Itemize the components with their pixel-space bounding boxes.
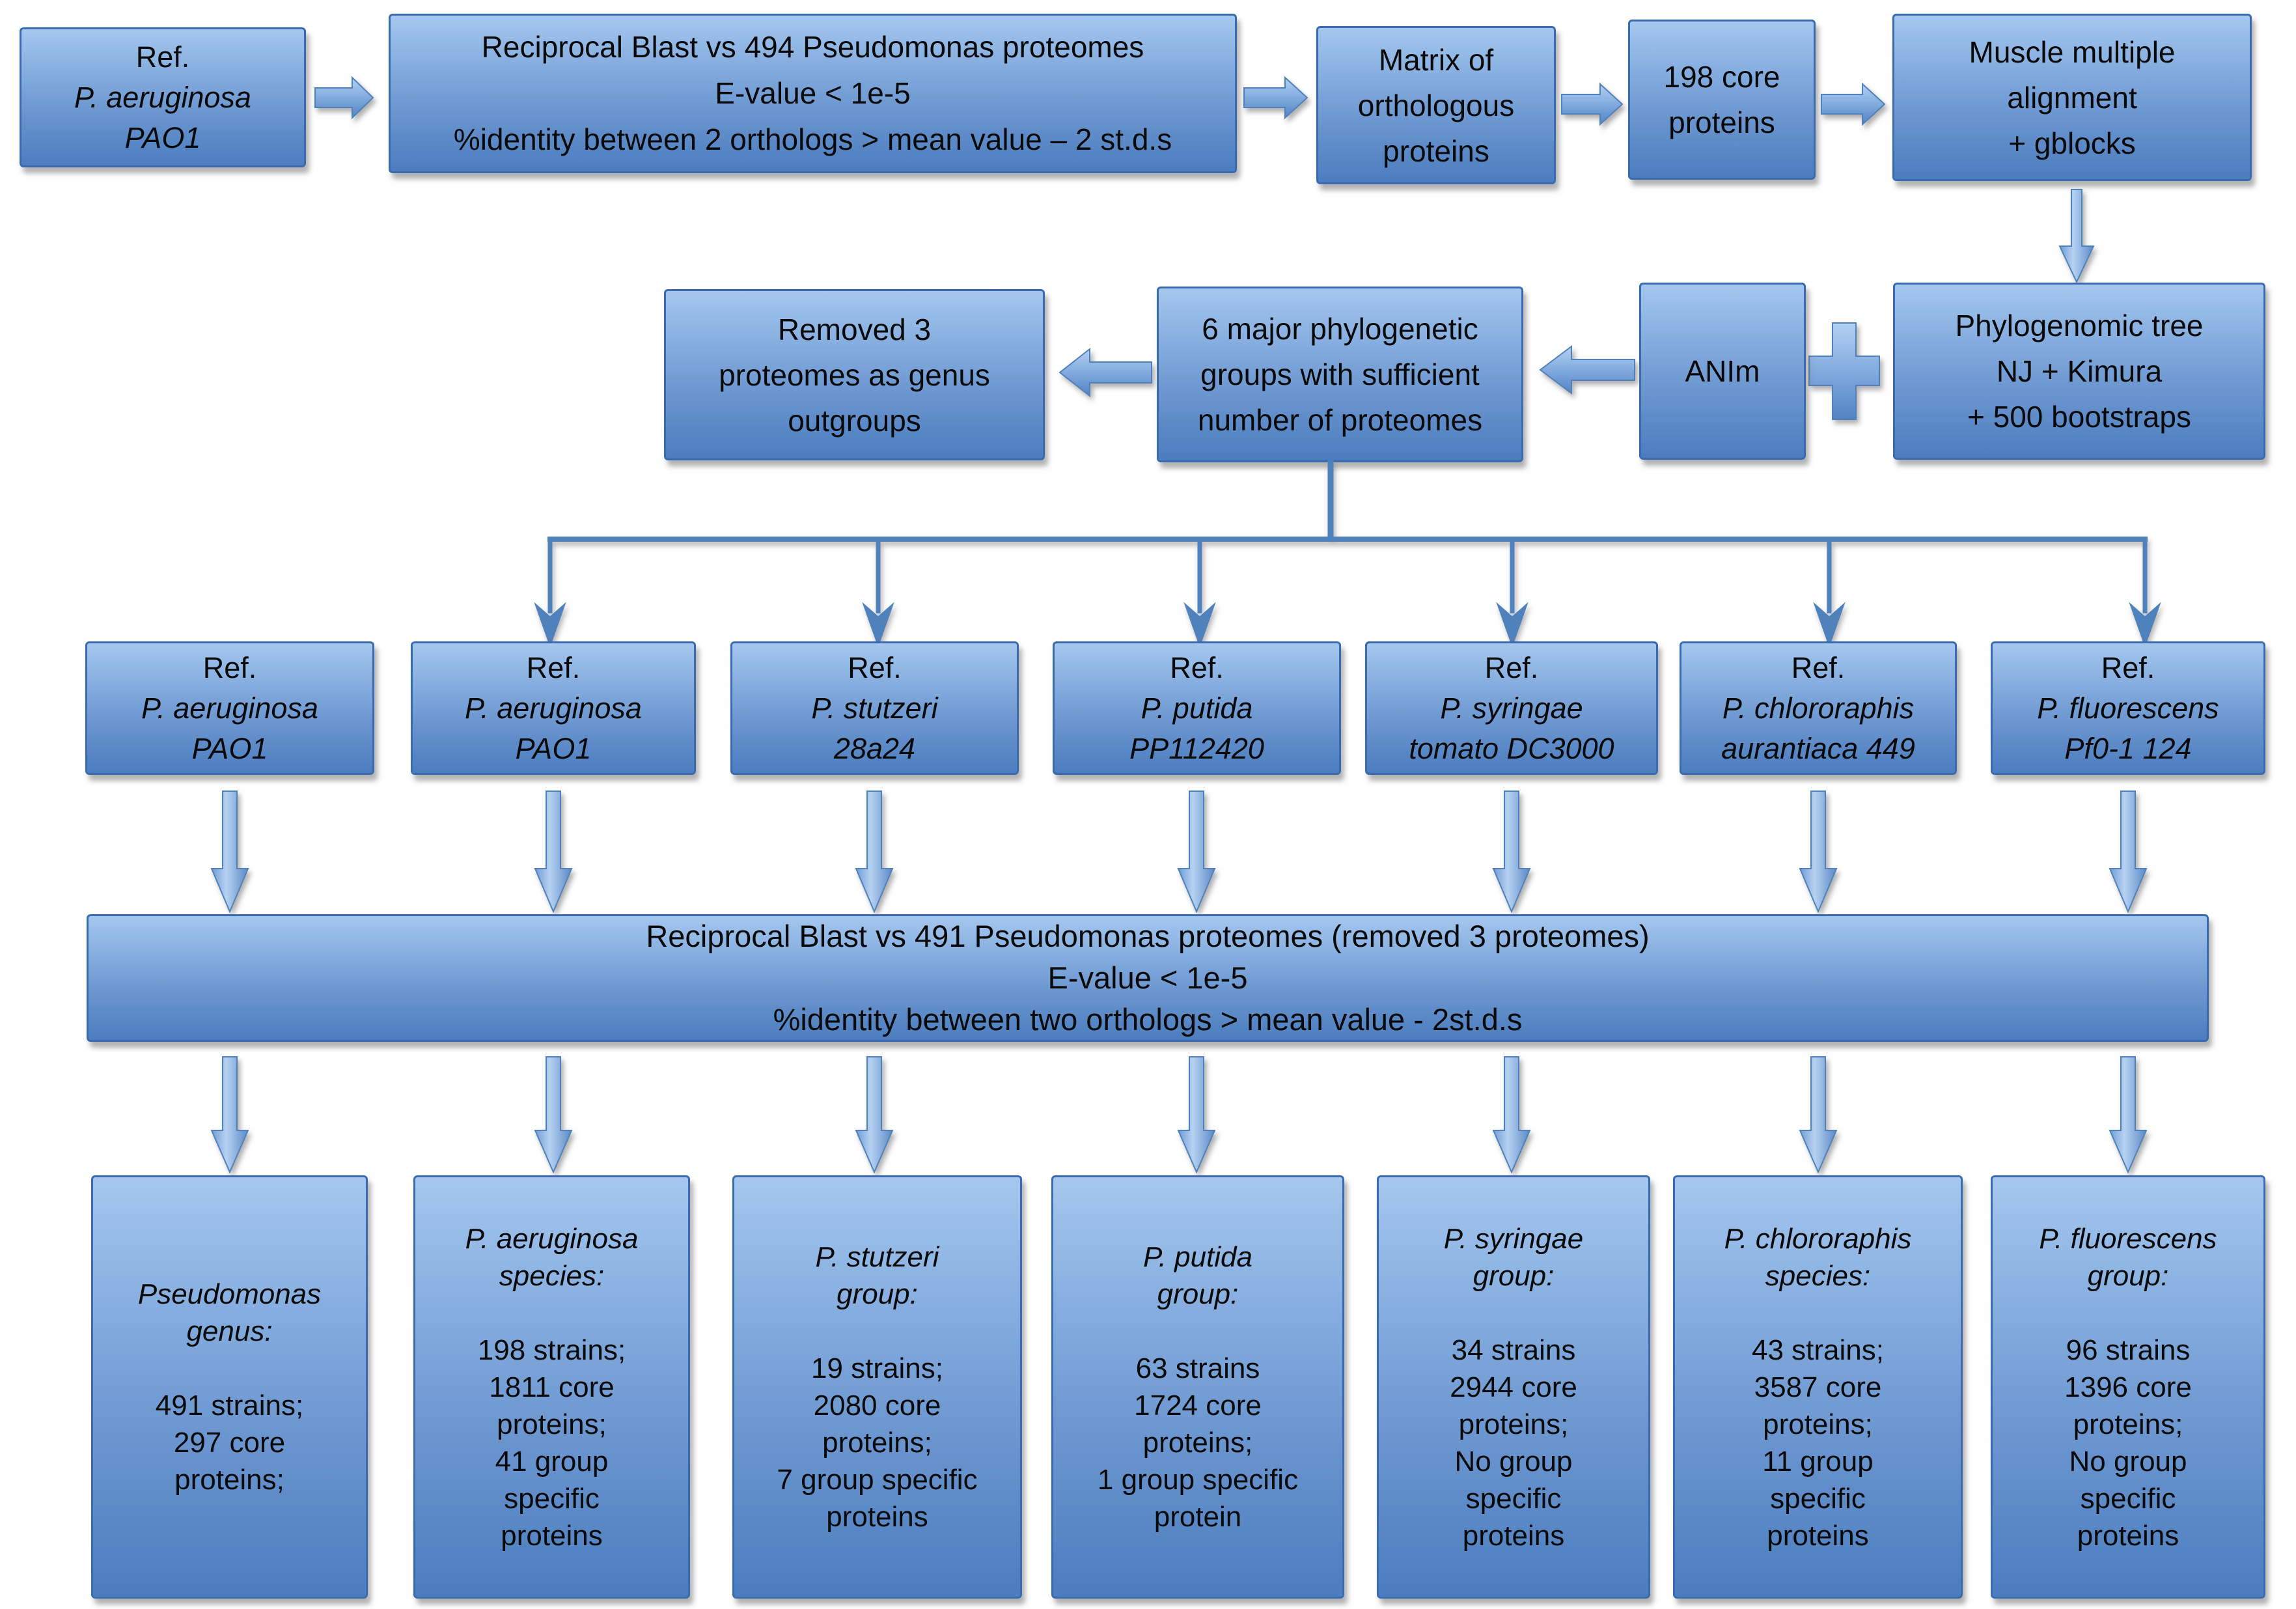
flow-arrow-down-icon: [534, 1056, 573, 1173]
node-species-name: P. putida PP112420: [1129, 691, 1264, 765]
flow-arrow-down-icon: [1799, 1056, 1838, 1173]
result-title: P. aeruginosa species:: [465, 1222, 639, 1292]
flow-arrow-down-icon: [1177, 1056, 1216, 1173]
flow-arrow-down-icon: [2109, 791, 2148, 913]
node-ref-1: Ref. P. aeruginosa PAO1: [411, 641, 696, 775]
result-title: P. fluorescens group:: [2039, 1222, 2217, 1292]
result-title: P. chlororaphis species:: [1724, 1222, 1912, 1292]
arrow-down-icon: [2058, 189, 2095, 283]
node-ref-6: Ref. P. fluorescens Pf0-1 124: [1991, 641, 2265, 775]
node-label: Ref.: [526, 651, 581, 684]
node-result-stutzeri: P. stutzeri group: 19 strains; 2080 core…: [732, 1175, 1022, 1599]
arrow-right-icon: [314, 76, 374, 119]
node-ref-0: Ref. P. aeruginosa PAO1: [85, 641, 374, 775]
flow-arrow-down-icon: [210, 1056, 249, 1173]
node-muscle-alignment: Muscle multiple alignment + gblocks: [1892, 14, 2252, 181]
node-anim: ANIm: [1639, 283, 1806, 460]
node-label: Ref.: [2101, 651, 2155, 684]
node-species-name: P. fluorescens Pf0-1 124: [2037, 691, 2219, 765]
node-ref-4: Ref. P. syringae tomato DC3000: [1365, 641, 1658, 775]
node-text: ANIm: [1685, 354, 1760, 388]
arrow-left-icon: [1539, 345, 1635, 395]
node-core-proteins-198: 198 core proteins: [1628, 20, 1816, 180]
node-text: Matrix of orthologous proteins: [1357, 42, 1515, 168]
node-species-name: P. aeruginosa PAO1: [465, 691, 642, 765]
node-removed-outgroups: Removed 3 proteomes as genus outgroups: [664, 289, 1045, 460]
flow-arrow-down-icon: [1177, 791, 1216, 913]
node-species-name: P. stutzeri 28a24: [811, 691, 938, 765]
node-label: Ref.: [202, 651, 257, 684]
flow-arrow-down-icon: [534, 791, 573, 913]
result-stats: 96 strains 1396 core proteins; No group …: [2064, 1334, 2192, 1552]
node-ref-2: Ref. P. stutzeri 28a24: [730, 641, 1019, 775]
node-text: Phylogenomic tree NJ + Kimura + 500 boot…: [1955, 309, 2204, 434]
flow-arrow-down-icon: [1492, 791, 1531, 913]
result-title: P. putida group:: [1142, 1241, 1252, 1310]
node-six-phylogenetic-groups: 6 major phylogenetic groups with suffici…: [1157, 287, 1523, 462]
node-blast-491-wide: Reciprocal Blast vs 491 Pseudomonas prot…: [87, 914, 2209, 1042]
node-species-name: P. chlororaphis aurantiaca 449: [1721, 691, 1915, 765]
node-blast-494: Reciprocal Blast vs 494 Pseudomonas prot…: [389, 14, 1237, 173]
node-result-putida: P. putida group: 63 strains 1724 core pr…: [1051, 1175, 1344, 1599]
node-text: 6 major phylogenetic groups with suffici…: [1197, 312, 1483, 437]
node-result-syringae: P. syringae group: 34 strains 2944 core …: [1377, 1175, 1650, 1599]
node-text: 198 core proteins: [1663, 60, 1780, 139]
arrow-right-icon: [1243, 76, 1308, 119]
node-species-name: P. aeruginosa PAO1: [74, 80, 251, 154]
node-result-aeruginosa: P. aeruginosa species: 198 strains; 1811…: [413, 1175, 690, 1599]
node-ref-5: Ref. P. chlororaphis aurantiaca 449: [1680, 641, 1957, 775]
result-stats: 63 strains 1724 core proteins; 1 group s…: [1097, 1352, 1299, 1533]
node-ref-pao1-top: Ref. P. aeruginosa PAO1: [20, 27, 306, 167]
result-stats: 34 strains 2944 core proteins; No group …: [1450, 1334, 1577, 1552]
node-label: Ref.: [1484, 651, 1539, 684]
result-title: P. stutzeri group:: [815, 1241, 939, 1310]
arrow-left-icon: [1058, 347, 1152, 398]
node-phylogenomic-tree: Phylogenomic tree NJ + Kimura + 500 boot…: [1893, 283, 2265, 460]
node-result-chlororaphis: P. chlororaphis species: 43 strains; 358…: [1673, 1175, 1963, 1599]
result-title: P. syringae group:: [1443, 1222, 1584, 1292]
node-label: Ref.: [135, 40, 190, 74]
node-text: Removed 3 proteomes as genus outgroups: [719, 312, 990, 438]
flow-arrow-down-icon: [210, 791, 249, 913]
result-stats: 19 strains; 2080 core proteins; 7 group …: [777, 1352, 978, 1533]
arrow-right-icon: [1561, 83, 1624, 126]
result-title: Pseudomonas genus:: [137, 1278, 322, 1347]
result-stats: 198 strains; 1811 core proteins; 41 grou…: [477, 1334, 626, 1552]
node-text: Muscle multiple alignment + gblocks: [1969, 35, 2176, 160]
flow-arrow-down-icon: [855, 1056, 894, 1173]
flow-arrow-down-icon: [1799, 791, 1838, 913]
flow-arrow-down-icon: [2109, 1056, 2148, 1173]
flow-arrow-down-icon: [1492, 1056, 1531, 1173]
node-label: Ref.: [848, 651, 902, 684]
arrow-right-icon: [1821, 83, 1886, 126]
node-text: Reciprocal Blast vs 494 Pseudomonas prot…: [453, 30, 1172, 156]
flow-arrow-down-icon: [855, 791, 894, 913]
node-text: Reciprocal Blast vs 491 Pseudomonas prot…: [646, 919, 1650, 1037]
node-result-pseudomonas-genus: Pseudomonas genus: 491 strains; 297 core…: [91, 1175, 368, 1599]
node-ortholog-matrix: Matrix of orthologous proteins: [1316, 26, 1556, 184]
node-species-name: P. aeruginosa PAO1: [141, 691, 318, 765]
node-label: Ref.: [1791, 651, 1846, 684]
result-stats: 43 strains; 3587 core proteins; 11 group…: [1752, 1334, 1884, 1552]
node-species-name: P. syringae tomato DC3000: [1409, 691, 1614, 765]
plus-icon: [1808, 322, 1880, 420]
node-result-fluorescens: P. fluorescens group: 96 strains 1396 co…: [1991, 1175, 2265, 1599]
node-ref-3: Ref. P. putida PP112420: [1053, 641, 1341, 775]
result-stats: 491 strains; 297 core proteins;: [155, 1390, 304, 1496]
node-label: Ref.: [1170, 651, 1224, 684]
